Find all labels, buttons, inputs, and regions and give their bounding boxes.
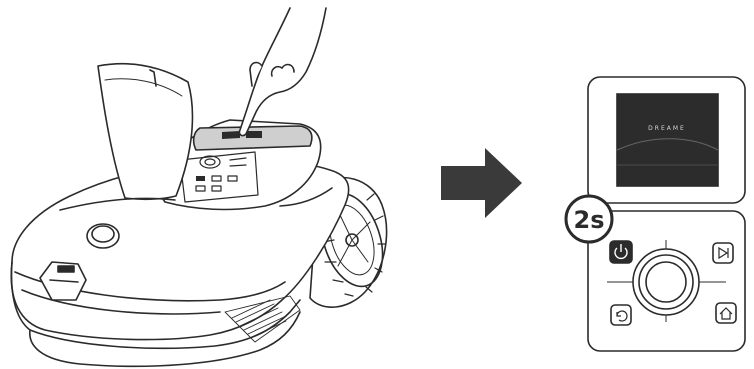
play-pause-button[interactable]	[712, 242, 734, 264]
back-button[interactable]	[610, 304, 632, 326]
hold-duration-label: 2s	[574, 206, 605, 234]
home-icon	[719, 307, 733, 320]
control-panel-icon	[587, 76, 746, 352]
robot-mower-icon	[10, 62, 388, 368]
power-icon	[614, 247, 628, 260]
pointing-hand-icon	[238, 7, 327, 137]
hold-duration-badge: 2s	[564, 194, 614, 244]
display-screen	[616, 93, 719, 187]
body-button-icon	[86, 223, 120, 249]
brand-logo-text: DREAME	[648, 125, 686, 132]
home-button[interactable]	[715, 302, 737, 324]
back-icon	[616, 310, 628, 322]
mower-control-panel	[179, 151, 259, 203]
play-pause-icon	[718, 246, 729, 260]
front-sensor-icon	[39, 261, 87, 301]
right-arrow-icon	[441, 148, 522, 218]
vent-grille	[224, 295, 301, 343]
opened-lid	[97, 62, 194, 201]
power-button[interactable]	[609, 240, 633, 264]
dial-knob-icon	[632, 248, 700, 316]
